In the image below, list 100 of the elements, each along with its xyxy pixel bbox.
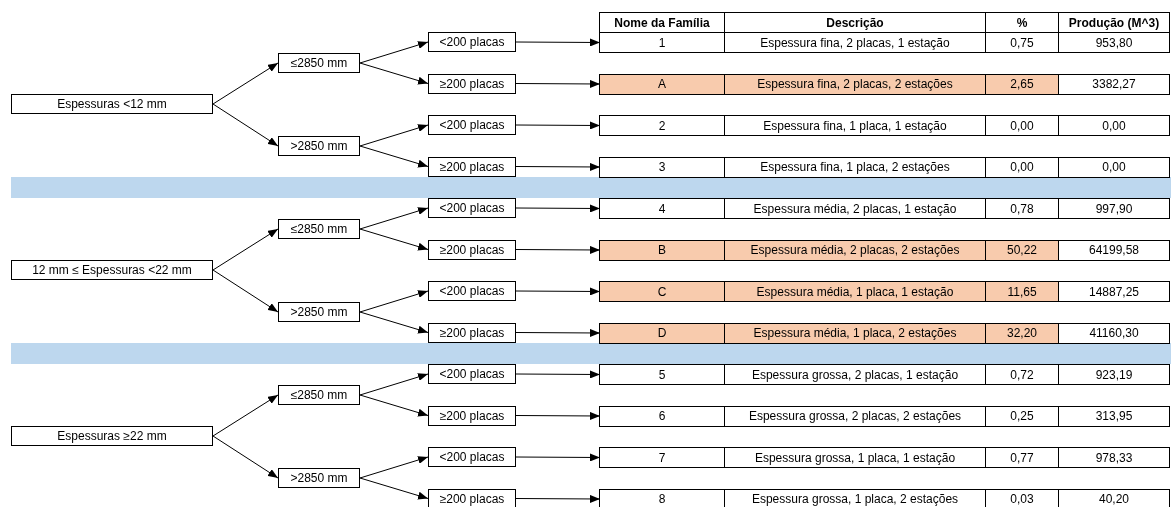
table-cell: 64199,58: [1058, 239, 1170, 261]
table-cell: 2: [599, 115, 725, 136]
separator-band: [11, 343, 1171, 364]
table-row: [600, 198, 1171, 219]
condition-box: ≥200 placas: [428, 405, 516, 426]
condition-box: <200 placas: [428, 364, 516, 384]
arrow: [515, 494, 601, 503]
arrow: [515, 370, 601, 379]
table-cell: 7: [599, 447, 725, 468]
table-cell: 41160,30: [1058, 322, 1170, 344]
table-cell: Espessura grossa, 2 placas, 2 estações: [724, 405, 986, 427]
arrow: [359, 145, 429, 168]
table-cell: Espessura grossa, 1 placa, 1 estação: [724, 447, 986, 468]
condition-box: ≥200 placas: [428, 156, 516, 177]
arrow: [515, 287, 601, 296]
table-cell: Espessura média, 1 placa, 1 estação: [724, 281, 986, 302]
arrow: [212, 269, 279, 313]
table-cell: Espessura média, 2 placas, 2 estações: [724, 239, 986, 261]
arrow: [359, 41, 429, 64]
condition-box: 12 mm ≤ Espessuras <22 mm: [11, 260, 213, 280]
arrow: [212, 394, 279, 437]
table-cell: Espessura média, 2 placas, 1 estação: [724, 198, 986, 219]
arrow: [212, 103, 279, 147]
arrow: [359, 373, 429, 396]
table-row: [600, 73, 1171, 95]
table-cell: 313,95: [1058, 405, 1170, 427]
table-cell: 0,03: [985, 488, 1059, 507]
table-cell: 953,80: [1058, 32, 1170, 53]
table-cell: 4: [599, 198, 725, 219]
condition-box: <200 placas: [428, 32, 516, 52]
table-row: [600, 281, 1171, 302]
table-cell: 0,00: [985, 156, 1059, 178]
condition-box: <200 placas: [428, 281, 516, 301]
condition-box: <200 placas: [428, 115, 516, 135]
table-cell: 11,65: [985, 281, 1059, 302]
arrow: [515, 162, 601, 171]
table-cell: 0,00: [1058, 115, 1170, 136]
arrow: [359, 456, 429, 479]
table-cell: 0,25: [985, 405, 1059, 427]
table-cell: 923,19: [1058, 364, 1170, 385]
table-cell: Espessura fina, 1 placa, 1 estação: [724, 115, 986, 136]
condition-box: >2850 mm: [278, 136, 360, 156]
table-cell: 8: [599, 488, 725, 507]
condition-box: >2850 mm: [278, 468, 360, 488]
table-cell: C: [599, 281, 725, 302]
table-cell: Espessura fina, 2 placas, 2 estações: [724, 73, 986, 95]
condition-box: ≥200 placas: [428, 239, 516, 260]
table-cell: 0,00: [985, 115, 1059, 136]
arrow: [359, 228, 429, 251]
table-cell: 5: [599, 364, 725, 385]
table-cell: 14887,25: [1058, 281, 1170, 302]
arrow: [359, 290, 429, 313]
table-header-row: [600, 12, 1171, 33]
arrow: [359, 207, 429, 230]
arrow: [515, 328, 601, 337]
table-row: [600, 239, 1171, 261]
separator-band: [11, 177, 1171, 198]
column-header: Produção (M^3): [1058, 12, 1170, 33]
condition-box: ≤2850 mm: [278, 219, 360, 239]
table-row: [600, 156, 1171, 178]
condition-box: ≤2850 mm: [278, 53, 360, 73]
table-cell: 978,33: [1058, 447, 1170, 468]
table-cell: D: [599, 322, 725, 344]
table-cell: 50,22: [985, 239, 1059, 261]
condition-box: <200 placas: [428, 198, 516, 218]
table-row: [600, 364, 1171, 385]
table-cell: 0,72: [985, 364, 1059, 385]
table-cell: 0,78: [985, 198, 1059, 219]
table-cell: Espessura média, 1 placa, 2 estações: [724, 322, 986, 344]
condition-box: >2850 mm: [278, 302, 360, 322]
condition-box: ≤2850 mm: [278, 385, 360, 405]
table-row: [600, 488, 1171, 507]
table-cell: 40,20: [1058, 488, 1170, 507]
arrow: [515, 411, 601, 420]
arrow: [212, 435, 279, 479]
table-cell: B: [599, 239, 725, 261]
arrow: [359, 62, 429, 85]
table-cell: 1: [599, 32, 725, 53]
condition-box: Espessuras ≥22 mm: [11, 426, 213, 446]
table-cell: 3382,27: [1058, 73, 1170, 95]
condition-box: ≥200 placas: [428, 73, 516, 94]
table-cell: 6: [599, 405, 725, 427]
condition-box: ≥200 placas: [428, 322, 516, 343]
table-row: [600, 32, 1171, 53]
table-row: [600, 322, 1171, 344]
condition-box: <200 placas: [428, 447, 516, 467]
table-cell: 0,00: [1058, 156, 1170, 178]
table-cell: Espessura grossa, 1 placa, 2 estações: [724, 488, 986, 507]
arrow: [515, 245, 601, 254]
arrow: [359, 124, 429, 147]
table-row: [600, 405, 1171, 427]
column-header: Nome da Família: [599, 12, 725, 33]
table-cell: A: [599, 73, 725, 95]
table-cell: Espessura fina, 1 placa, 2 estações: [724, 156, 986, 178]
arrow: [359, 477, 429, 500]
table-cell: 0,77: [985, 447, 1059, 468]
column-header: Descrição: [724, 12, 986, 33]
arrow: [359, 311, 429, 334]
arrow: [515, 453, 601, 462]
table-cell: 3: [599, 156, 725, 178]
